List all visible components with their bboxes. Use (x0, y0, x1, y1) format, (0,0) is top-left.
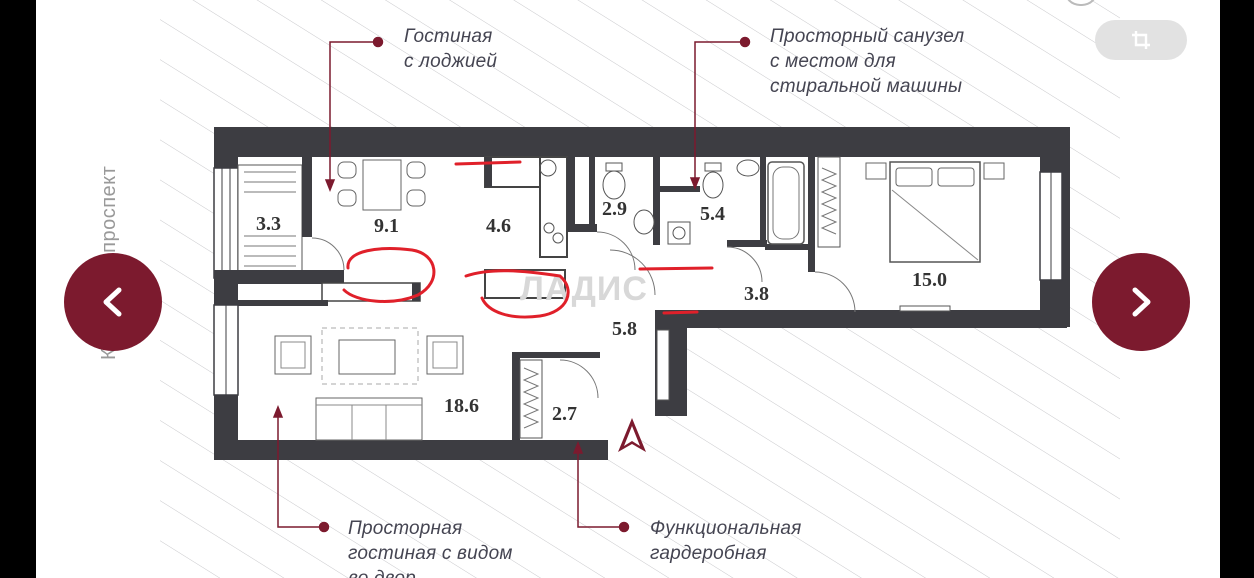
crop-icon (1132, 31, 1150, 49)
area-kitchen: 9.1 (374, 215, 399, 237)
area-loggia: 3.3 (256, 213, 281, 235)
area-living: 18.6 (444, 395, 479, 417)
area-hall: 3.8 (744, 283, 769, 305)
red-annotations (342, 160, 714, 319)
crop-button[interactable] (1095, 20, 1187, 60)
area-wc: 2.9 (602, 198, 627, 220)
area-bedroom: 15.0 (912, 269, 947, 291)
callout-living-loggia: Гостиная с лоджией (404, 26, 498, 72)
previous-image-button[interactable] (64, 253, 162, 351)
area-kitchen-zone: 4.6 (486, 215, 511, 237)
callout-wardrobe: Функциональная гардеробная (650, 518, 802, 564)
area-bathroom: 5.4 (700, 203, 725, 225)
exterior-wall (214, 127, 1070, 157)
chevron-left-icon (103, 287, 122, 317)
callout-living-view: Просторная гостиная с видом во двор (348, 518, 513, 578)
area-corridor: 5.8 (612, 318, 637, 340)
floor-plan-drawing: ЛАДИС 3.3 9.1 4.6 2.9 5.4 3.8 15.0 5.8 1… (160, 0, 1120, 578)
next-image-button[interactable] (1092, 253, 1190, 351)
floor-plan-image: ЛАДИС 3.3 9.1 4.6 2.9 5.4 3.8 15.0 5.8 1… (36, 0, 1220, 578)
watermark-text: ЛАДИС (520, 270, 648, 308)
callout-bathroom: Просторный санузел с местом для стиральн… (770, 26, 965, 97)
area-wardrobe: 2.7 (552, 403, 577, 425)
chevron-right-icon (1132, 287, 1151, 317)
